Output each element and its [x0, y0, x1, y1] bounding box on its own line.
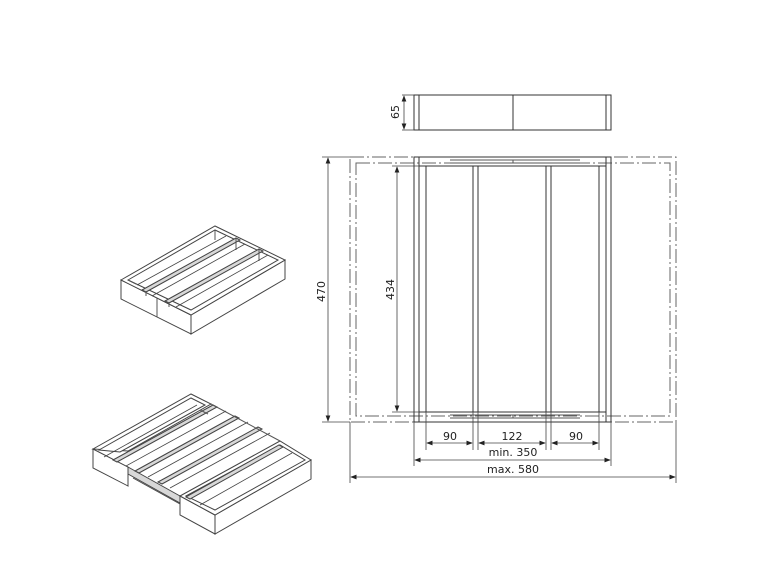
- top-view: [322, 156, 677, 483]
- iso-view-closed: [119, 225, 287, 335]
- side-height-label: 65: [389, 105, 402, 119]
- outer-height-label: 470: [315, 281, 328, 302]
- compartment-2-width-label: 122: [502, 430, 523, 443]
- side-view: [401, 94, 612, 131]
- iso-view-extended: [91, 393, 312, 535]
- inner-height-label: 434: [384, 279, 397, 300]
- compartment-3-width-label: 90: [569, 430, 583, 443]
- max-width-label: max. 580: [487, 463, 539, 476]
- compartment-1-width-label: 90: [443, 430, 457, 443]
- min-width-label: min. 350: [489, 446, 538, 459]
